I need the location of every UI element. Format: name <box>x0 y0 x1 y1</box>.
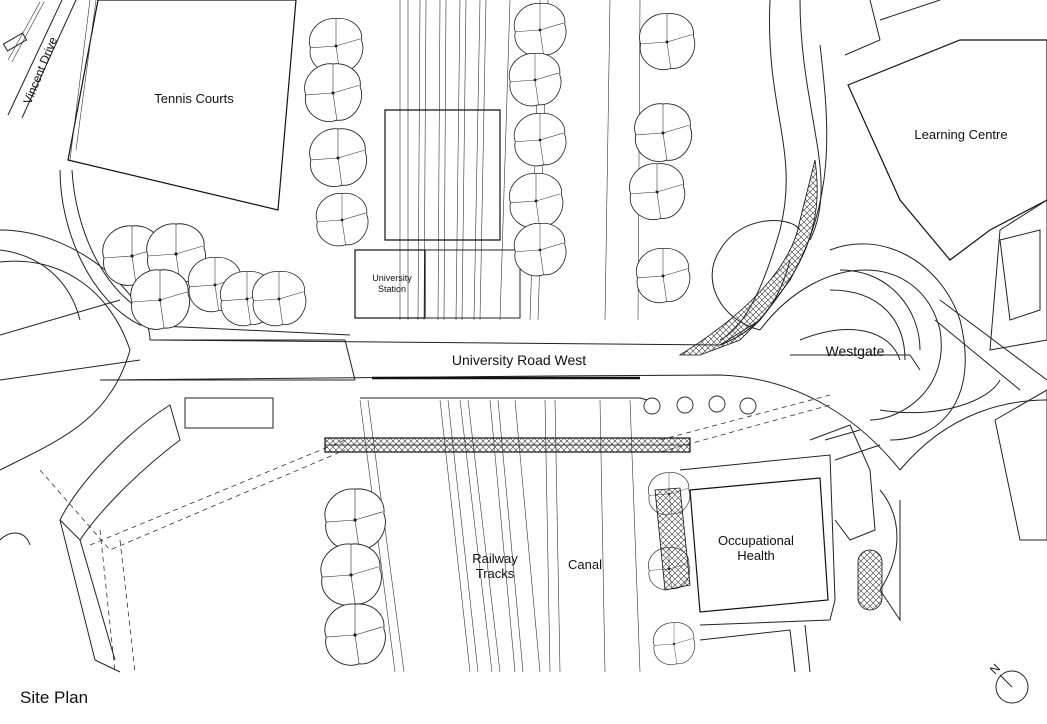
canal-label: Canal <box>568 557 602 572</box>
university-station-label-2: Station <box>378 284 406 294</box>
tennis-courts-label: Tennis Courts <box>154 91 234 106</box>
occupational-health-label-1: Occupational <box>718 533 794 548</box>
footbridge <box>324 437 691 453</box>
university-station-building <box>354 109 521 319</box>
left-walkway <box>0 397 274 673</box>
east-buildings <box>994 389 1047 541</box>
university-road-west-label: University Road West <box>452 352 586 368</box>
site-plan-title: Site Plan <box>20 688 88 707</box>
small-trees-row <box>643 395 757 415</box>
learning-centre-building <box>844 0 1047 351</box>
westgate-label: Westgate <box>826 343 885 359</box>
westgate-roundabout <box>678 0 1047 471</box>
railway-tracks-label-2: Tracks <box>476 566 515 581</box>
left-circular-road <box>0 249 81 321</box>
north-arrow-letter: N <box>987 661 1003 677</box>
university-station-label-1: University <box>372 273 412 283</box>
occupational-health-label-2: Health <box>737 548 775 563</box>
learning-centre-label: Learning Centre <box>914 127 1007 142</box>
dashed-paths <box>39 394 831 673</box>
tennis-courts-area <box>67 0 297 211</box>
occupational-health-building <box>654 424 901 673</box>
north-arrow-icon: N <box>987 661 1029 704</box>
vincent-drive-road <box>2 0 77 119</box>
railway-tracks-label-1: Railway <box>472 551 518 566</box>
